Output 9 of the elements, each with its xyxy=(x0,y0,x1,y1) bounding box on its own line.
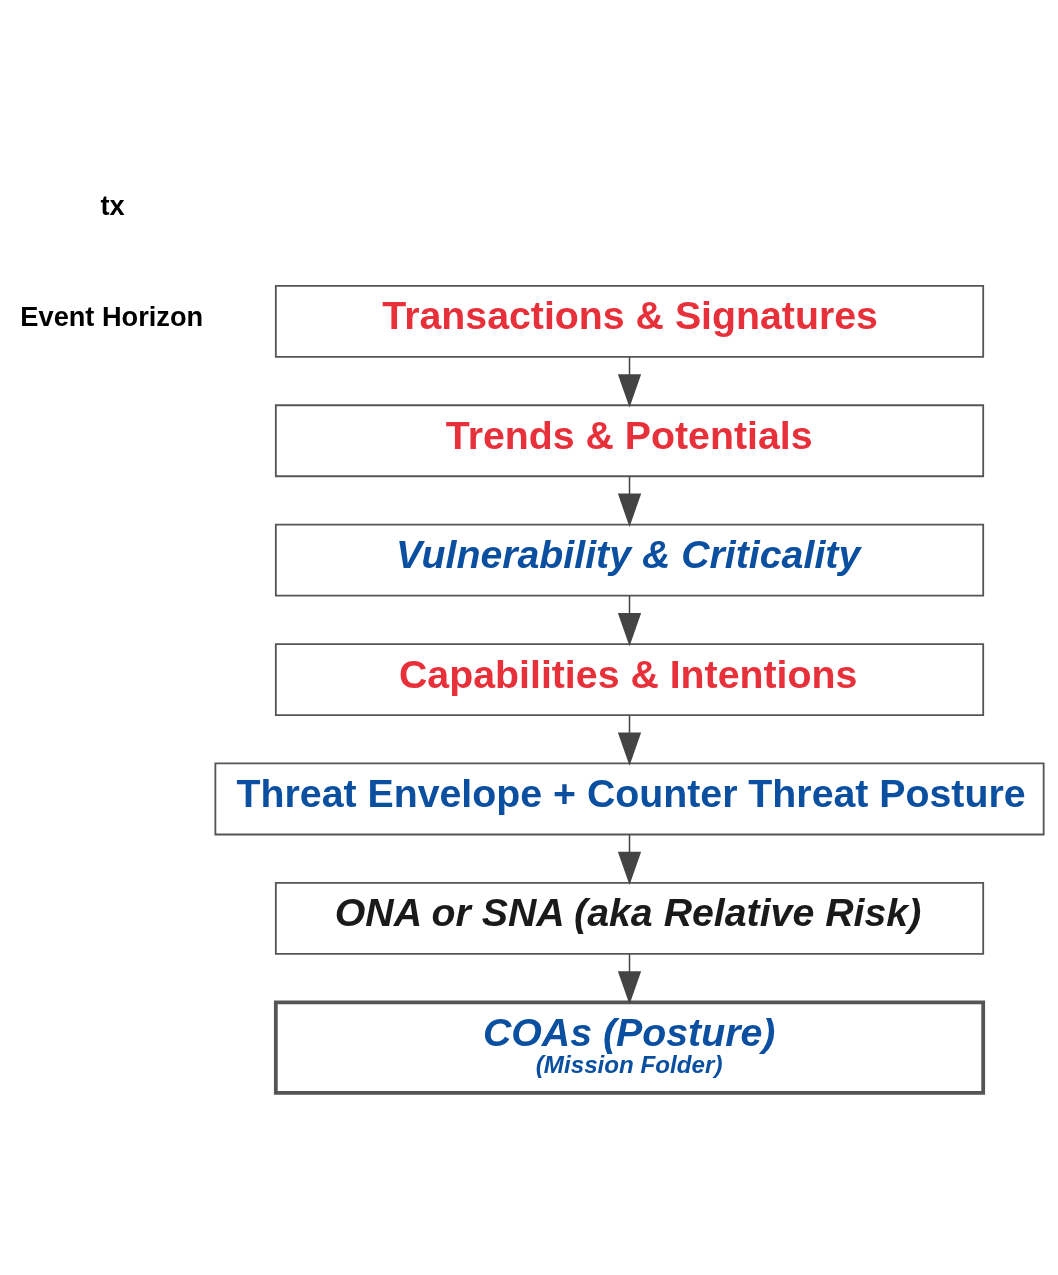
node-box: Capabilities & Intentions xyxy=(274,642,985,716)
node-box: ONA or SNA (aka Relative Risk) xyxy=(274,881,985,955)
node-box: Trends & Potentials xyxy=(274,403,985,477)
node-box: Transactions & Signatures xyxy=(274,284,985,358)
node-box: Threat Envelope + Counter Threat Posture xyxy=(214,762,1045,835)
node-box: Vulnerability & Criticality xyxy=(274,523,985,597)
node-box: COAs (Posture) (Mission Folder) xyxy=(273,999,986,1095)
label: Event Horizon xyxy=(20,300,204,332)
label: tx xyxy=(100,189,125,221)
